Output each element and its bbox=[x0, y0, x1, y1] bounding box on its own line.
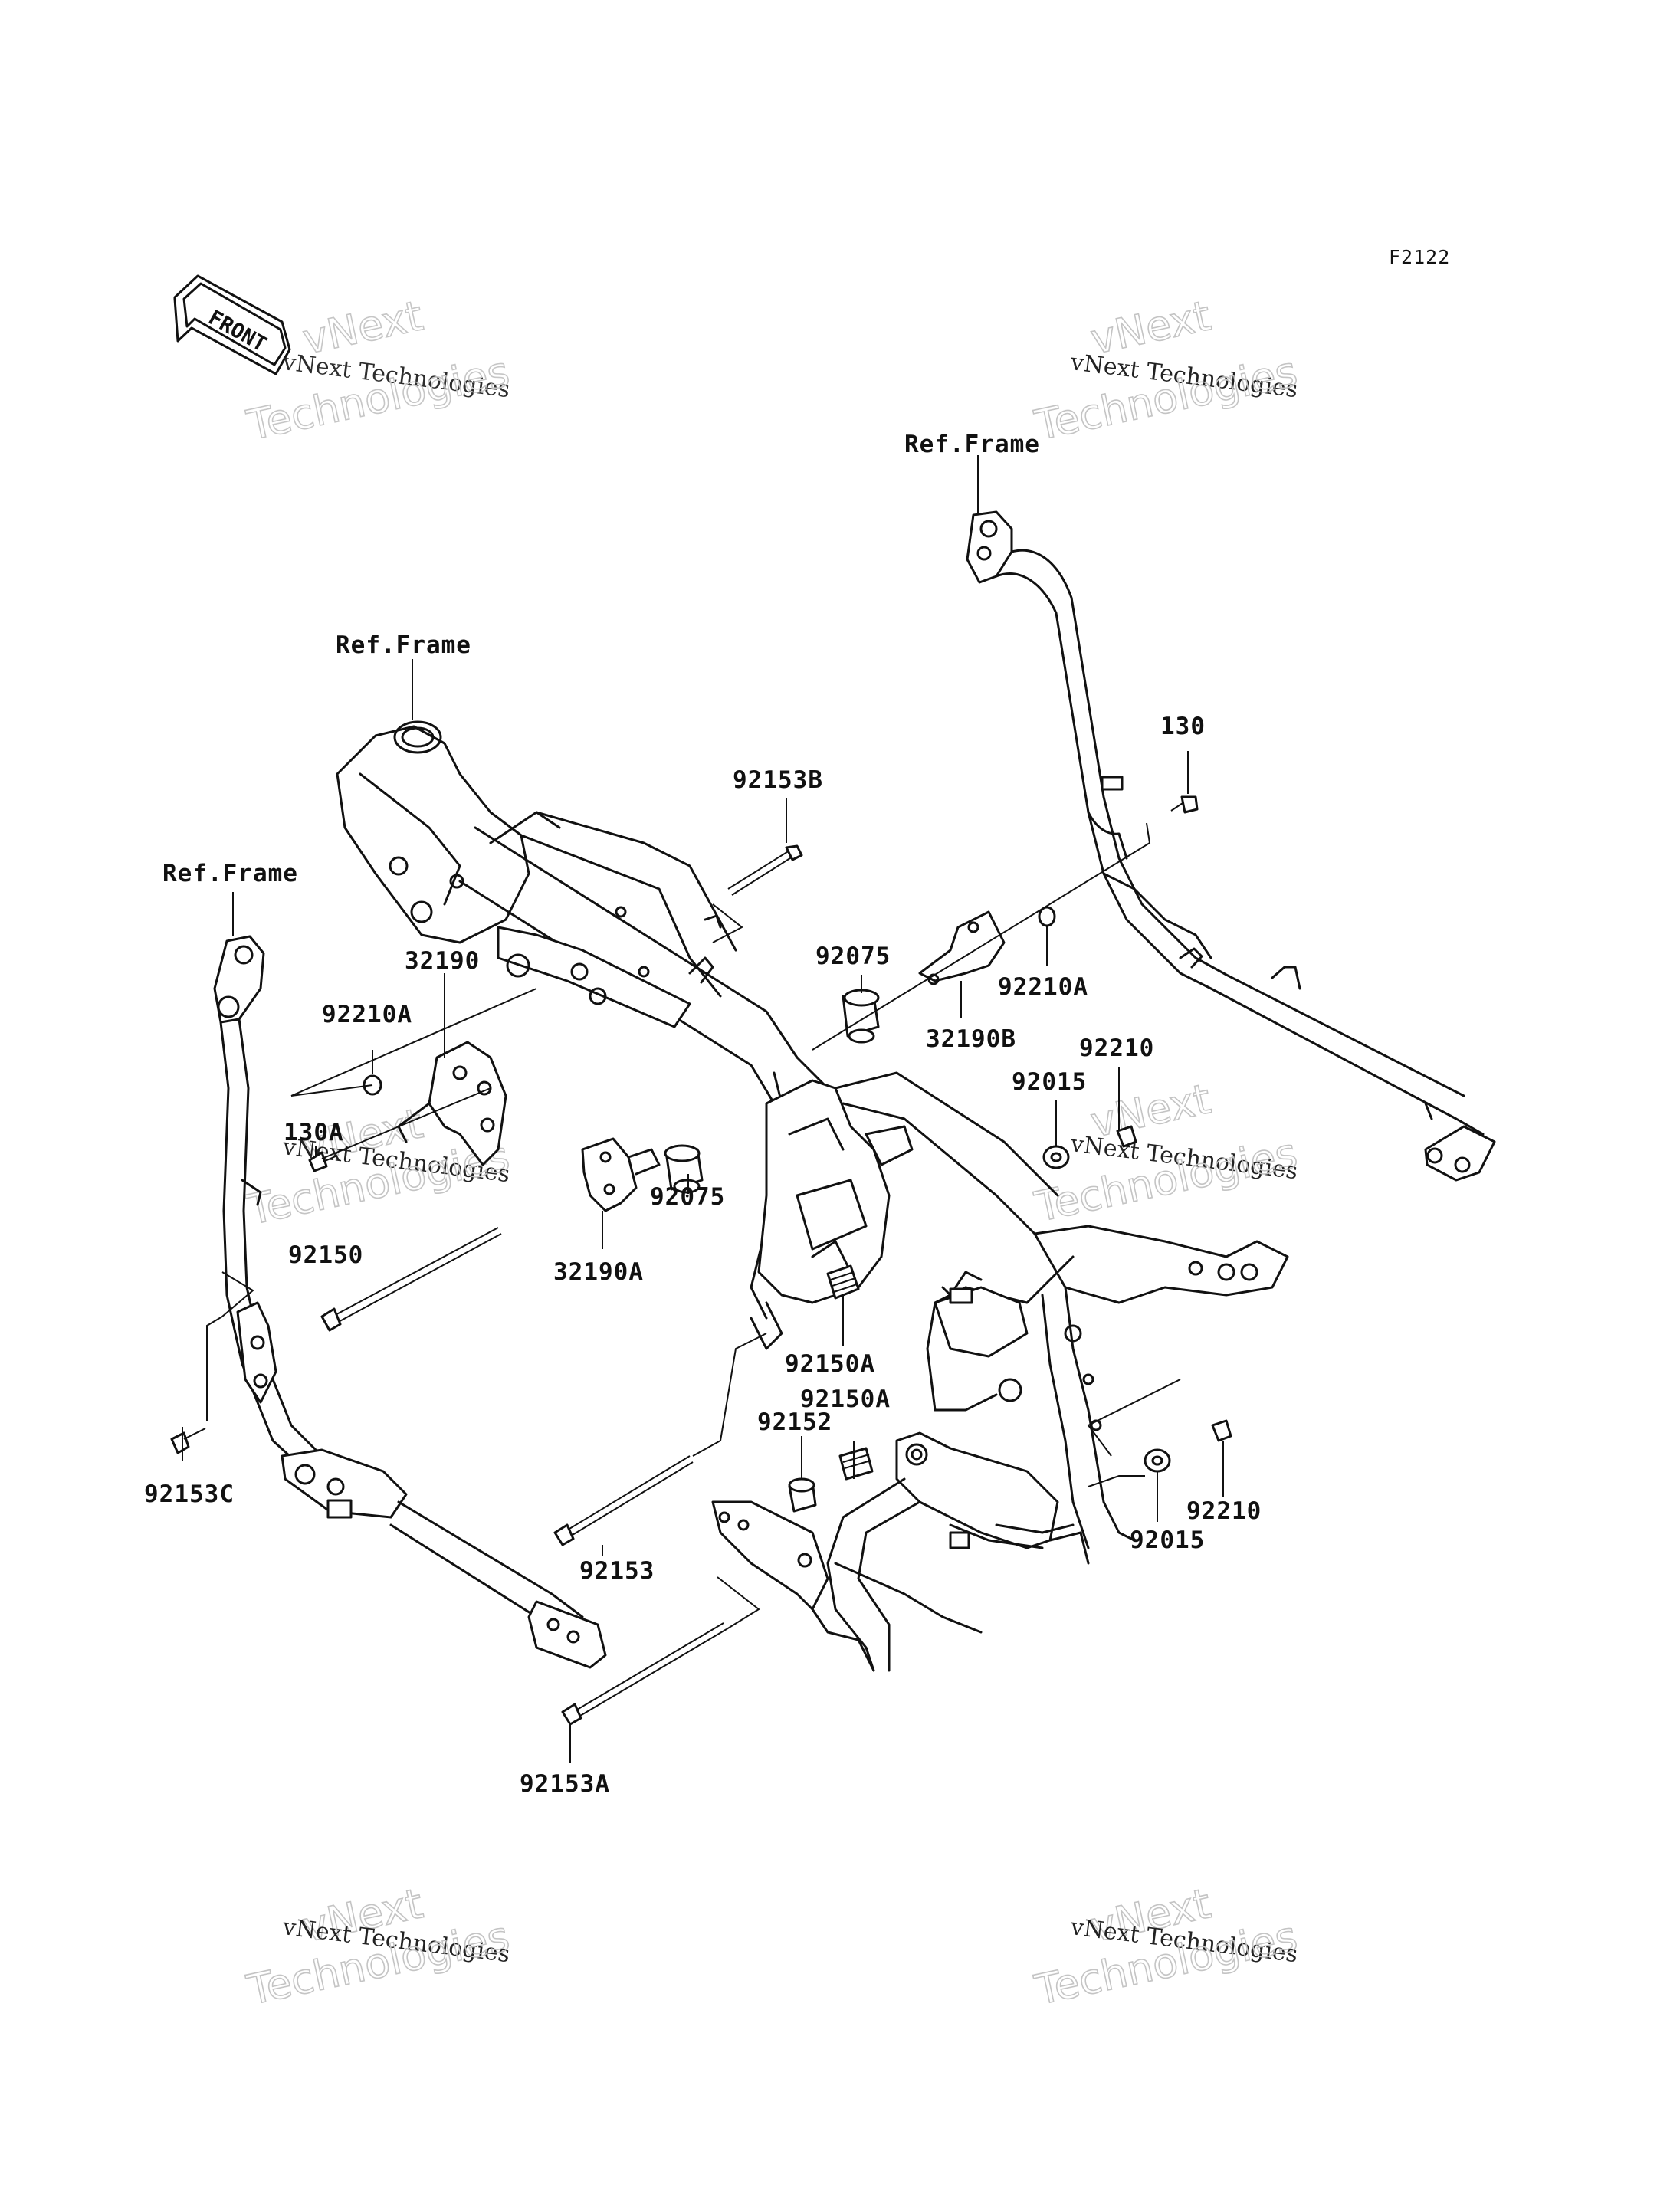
watermark-bottom-left: vNext vNext Technologies Technologies bbox=[242, 1878, 514, 2015]
ref-frame-top-label: Ref.Frame bbox=[904, 431, 1040, 458]
part-label-130a[interactable]: 130A bbox=[284, 1119, 344, 1146]
part-label-32190[interactable]: 32190 bbox=[405, 947, 480, 975]
part-label-92150a-1[interactable]: 92150A bbox=[785, 1350, 875, 1378]
part-label-92210a-left[interactable]: 92210A bbox=[322, 1001, 412, 1028]
bolt-130a-icon bbox=[308, 1151, 338, 1172]
part-label-92210-bottom[interactable]: 92210 bbox=[1186, 1497, 1262, 1525]
bracket-32190a-icon bbox=[581, 1137, 661, 1212]
washer-92015-top-icon bbox=[1042, 1145, 1070, 1169]
nut-92210-top-icon bbox=[1116, 1125, 1137, 1148]
part-label-92075-top[interactable]: 92075 bbox=[815, 943, 891, 970]
figure-code: F2122 bbox=[1389, 246, 1450, 268]
part-label-92210-top[interactable]: 92210 bbox=[1079, 1035, 1154, 1062]
part-label-92152[interactable]: 92152 bbox=[757, 1408, 832, 1436]
watermark-top-left: vNext vNext Technologies Technologies bbox=[242, 290, 514, 450]
part-label-92153[interactable]: 92153 bbox=[579, 1557, 655, 1585]
part-label-92210a-right[interactable]: 92210A bbox=[998, 973, 1088, 1001]
bolt-92153a-icon bbox=[561, 1622, 727, 1726]
bushing-92075-top-icon bbox=[842, 989, 880, 1044]
ref-frame-mid-label: Ref.Frame bbox=[336, 631, 471, 659]
part-label-130[interactable]: 130 bbox=[1160, 713, 1206, 740]
part-label-92150[interactable]: 92150 bbox=[288, 1241, 363, 1269]
frame-right-upper bbox=[966, 510, 1496, 1182]
bolt-92153-icon bbox=[553, 1455, 694, 1546]
part-label-92015-bottom[interactable]: 92015 bbox=[1130, 1526, 1205, 1554]
bolt-92153c-icon bbox=[170, 1428, 206, 1454]
part-label-32190a[interactable]: 32190A bbox=[553, 1258, 644, 1286]
bushing-92075-mid-icon bbox=[664, 1144, 704, 1194]
spring-92150a-upper-icon bbox=[826, 1264, 860, 1300]
bracket-32190b-icon bbox=[918, 910, 1006, 985]
frame-lower-right bbox=[926, 1225, 1289, 1549]
bolt-130-icon bbox=[1170, 795, 1199, 814]
part-label-92015-top[interactable]: 92015 bbox=[1012, 1068, 1087, 1096]
bolt-92150-icon bbox=[320, 1227, 502, 1332]
lower-cradle bbox=[711, 1431, 1090, 1672]
part-label-92150a-2[interactable]: 92150A bbox=[800, 1385, 891, 1413]
part-label-92153c[interactable]: 92153C bbox=[144, 1481, 235, 1508]
nut-92210-bottom-icon bbox=[1211, 1419, 1232, 1442]
part-number-labels: 130 92153B 32190 92210A 130A 92075 92210… bbox=[144, 713, 1262, 1798]
part-label-32190b[interactable]: 32190B bbox=[926, 1025, 1016, 1053]
frame-left bbox=[213, 935, 607, 1669]
washer-92015-bottom-icon bbox=[1144, 1448, 1171, 1473]
part-label-92153b[interactable]: 92153B bbox=[733, 766, 823, 794]
collar-92152-icon bbox=[788, 1477, 817, 1513]
part-label-92075-mid[interactable]: 92075 bbox=[650, 1183, 725, 1211]
watermark-bottom-right: vNext vNext Technologies Technologies bbox=[1030, 1878, 1302, 2015]
engine-mount-cradle bbox=[750, 1071, 1075, 1350]
leader-lines bbox=[182, 455, 1224, 1763]
part-label-92153a[interactable]: 92153A bbox=[520, 1770, 610, 1798]
spring-92150a-lower-icon bbox=[838, 1447, 874, 1481]
bolt-92153b-icon bbox=[727, 844, 803, 896]
reference-labels: Ref.Frame Ref.Frame Ref.Frame bbox=[162, 431, 1040, 887]
ref-frame-left-label: Ref.Frame bbox=[162, 860, 298, 887]
front-arrow-icon: FRONT bbox=[173, 274, 291, 375]
watermark-mid-right: vNext vNext Technologies Technologies bbox=[1030, 1074, 1302, 1231]
watermark-top-right: vNext vNext Technologies Technologies bbox=[1030, 290, 1302, 450]
